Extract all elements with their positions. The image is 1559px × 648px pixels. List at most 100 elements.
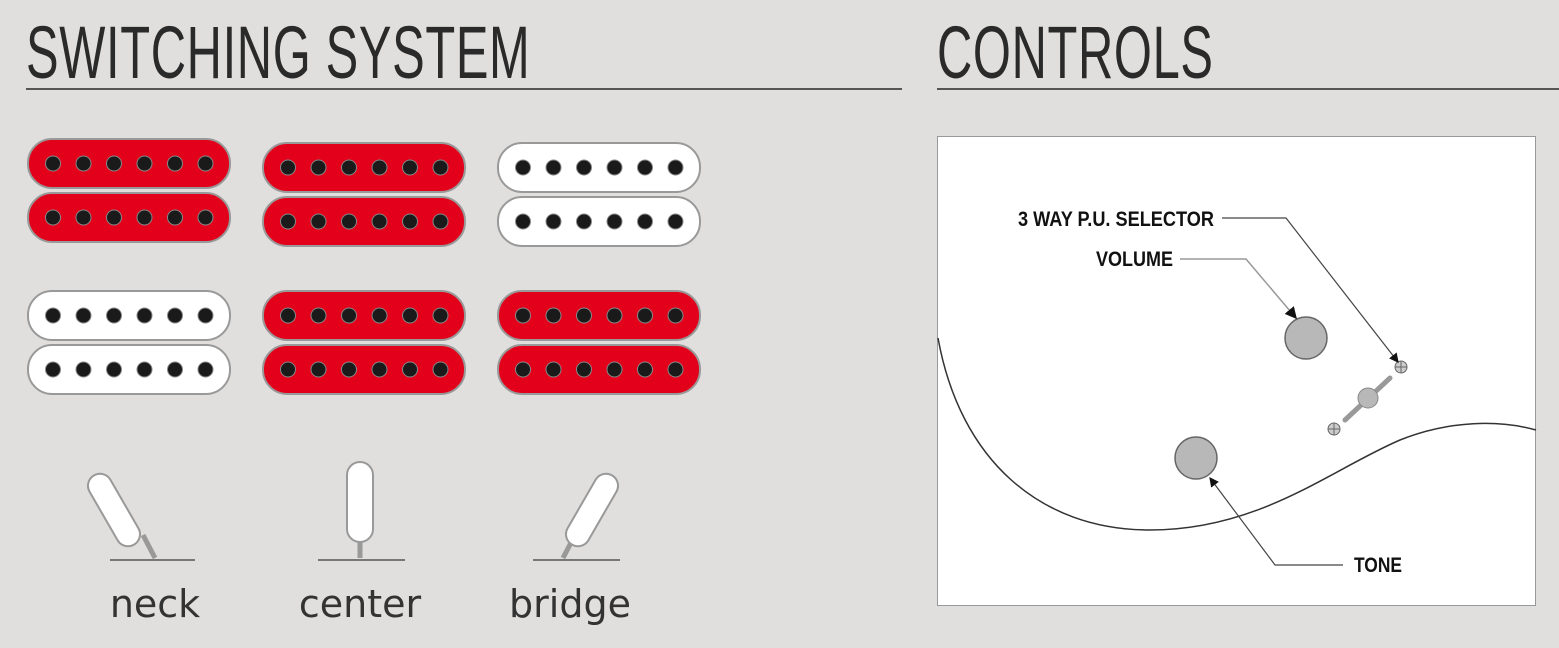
pole-piece [45, 155, 61, 172]
pole-piece [637, 361, 653, 378]
switch-neck [87, 472, 195, 561]
coil [27, 290, 231, 341]
pole-piece [310, 159, 327, 176]
pole-piece [667, 307, 684, 324]
pole-piece [106, 155, 122, 172]
pole-piece [106, 307, 122, 324]
pole-piece [667, 159, 684, 176]
pole-piece [402, 307, 418, 324]
pole-piece [136, 361, 153, 378]
coil [27, 344, 231, 395]
pole-piece [402, 361, 418, 378]
pole-piece [310, 213, 327, 230]
coil [27, 192, 231, 243]
pole-piece [402, 159, 418, 176]
pole-piece [45, 209, 61, 226]
controls-diagram: 3 WAY P.U. SELECTOR VOLUME TONE [937, 136, 1537, 606]
coil [497, 142, 701, 193]
pole-piece [280, 213, 296, 230]
pole-piece [197, 209, 214, 226]
pole-piece [432, 307, 449, 324]
pole-piece [515, 307, 531, 324]
pole-piece [637, 159, 653, 176]
pole-piece [341, 213, 357, 230]
pole-piece [402, 213, 418, 230]
switch-center [318, 461, 405, 561]
pole-piece [106, 209, 122, 226]
pole-piece [545, 307, 562, 324]
pole-piece [167, 307, 183, 324]
pole-piece [75, 155, 92, 172]
controls-title: CONTROLS [937, 11, 1214, 94]
pole-piece [432, 361, 449, 378]
pole-piece [545, 213, 562, 230]
humbucker-center-neck-pickup [262, 142, 466, 247]
pole-piece [371, 159, 388, 176]
coil [27, 138, 231, 189]
volume-label: VOLUME [1096, 248, 1173, 271]
humbucker-bridge-neck-pickup [497, 142, 701, 247]
pole-piece [106, 361, 122, 378]
pole-piece [637, 307, 653, 324]
pole-piece [606, 361, 623, 378]
pole-piece [371, 307, 388, 324]
pole-piece [341, 361, 357, 378]
pole-piece [310, 361, 327, 378]
pole-piece [197, 361, 214, 378]
pole-piece [167, 361, 183, 378]
pole-piece [576, 159, 592, 176]
pole-piece [515, 361, 531, 378]
pole-piece [280, 159, 296, 176]
selector-switch [1327, 360, 1408, 436]
pole-piece [280, 361, 296, 378]
coil [497, 290, 701, 341]
pole-piece [45, 307, 61, 324]
pole-piece [167, 209, 183, 226]
pole-piece [136, 155, 153, 172]
switching-system-title: SWITCHING SYSTEM [26, 11, 531, 94]
selector-label: 3 WAY P.U. SELECTOR [1018, 208, 1214, 231]
coil [262, 196, 466, 247]
humbucker-bridge-bridge-pickup [497, 290, 701, 395]
pole-piece [515, 213, 531, 230]
pole-piece [136, 307, 153, 324]
pole-piece [606, 159, 623, 176]
pole-piece [341, 307, 357, 324]
pole-piece [576, 213, 592, 230]
pole-piece [545, 361, 562, 378]
pole-piece [606, 213, 623, 230]
pole-piece [280, 307, 296, 324]
pole-piece [197, 155, 214, 172]
coil [497, 344, 701, 395]
guitar-body-outline [937, 337, 1537, 531]
pole-piece [667, 213, 684, 230]
pole-piece [667, 361, 684, 378]
pole-piece [545, 159, 562, 176]
pole-piece [75, 307, 92, 324]
tone-label: TONE [1354, 554, 1402, 577]
controls-title-rule [937, 88, 1559, 90]
pole-piece [75, 209, 92, 226]
pickup-grid [27, 138, 701, 395]
tone-knob [1174, 436, 1218, 480]
pole-piece [310, 307, 327, 324]
coil [262, 344, 466, 395]
coil [497, 196, 701, 247]
pole-piece [637, 213, 653, 230]
switch-label-center: center [299, 582, 422, 626]
switching-title-rule [26, 88, 902, 90]
pole-piece [432, 213, 449, 230]
humbucker-center-bridge-pickup [262, 290, 466, 395]
switch-label-bridge: bridge [509, 582, 631, 626]
pole-piece [576, 307, 592, 324]
pole-piece [576, 361, 592, 378]
humbucker-neck-neck-pickup [27, 138, 231, 243]
pole-piece [432, 159, 449, 176]
pole-piece [136, 209, 153, 226]
coil [262, 142, 466, 193]
pole-piece [45, 361, 61, 378]
pole-piece [167, 155, 183, 172]
pole-piece [341, 159, 357, 176]
pole-piece [371, 361, 388, 378]
